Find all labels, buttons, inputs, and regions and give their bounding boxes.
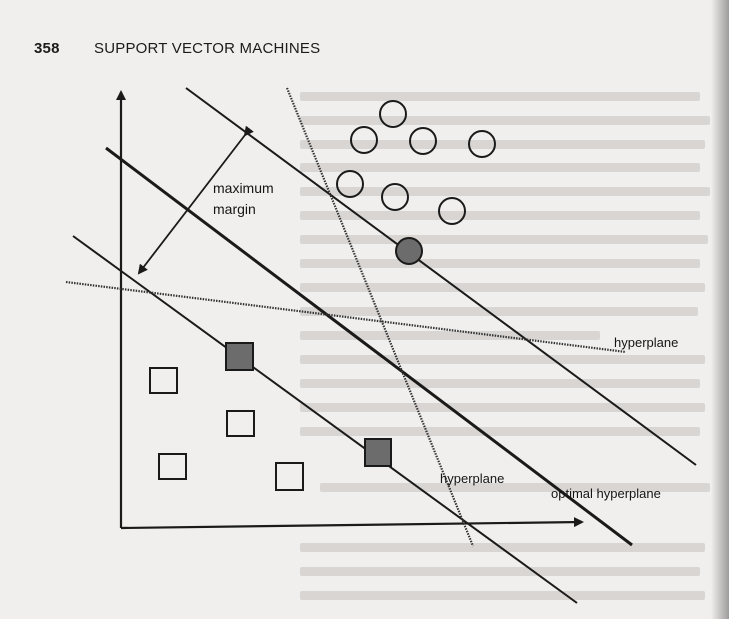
class-circles (336, 100, 496, 225)
class-squares (149, 367, 304, 491)
circle-point (381, 183, 409, 211)
chapter-title: SUPPORT VECTOR MACHINES (94, 40, 321, 57)
x-axis (120, 517, 584, 530)
circle-point (468, 130, 496, 158)
support-vector-circle (395, 237, 423, 265)
margin-arrow (137, 125, 254, 275)
square-point (158, 453, 187, 480)
max-margin-label-1: maximum (213, 180, 274, 196)
page-number: 358 (34, 40, 60, 57)
page-header: 358 SUPPORT VECTOR MACHINES (34, 40, 320, 57)
circle-point (379, 100, 407, 128)
support-vector-square (364, 438, 392, 467)
circle-point (350, 126, 378, 154)
circle-point (336, 170, 364, 198)
optimal-hyperplane-label: optimal hyperplane (551, 486, 661, 501)
square-point (226, 410, 255, 437)
hyperplane-label-top: hyperplane (614, 335, 678, 350)
square-point (275, 462, 304, 491)
circle-point (438, 197, 466, 225)
support-vector-square (225, 342, 254, 371)
lower-margin-line (72, 235, 578, 604)
hyperplane-label-bottom: hyperplane (440, 471, 504, 486)
circle-point (409, 127, 437, 155)
page-edge-shadow (711, 0, 729, 619)
max-margin-label-2: margin (213, 201, 256, 217)
upper-margin-line (185, 87, 697, 466)
hyperplane-horizontal-line (65, 280, 627, 354)
square-point (149, 367, 178, 394)
hyperplane-steep-line (285, 87, 475, 547)
